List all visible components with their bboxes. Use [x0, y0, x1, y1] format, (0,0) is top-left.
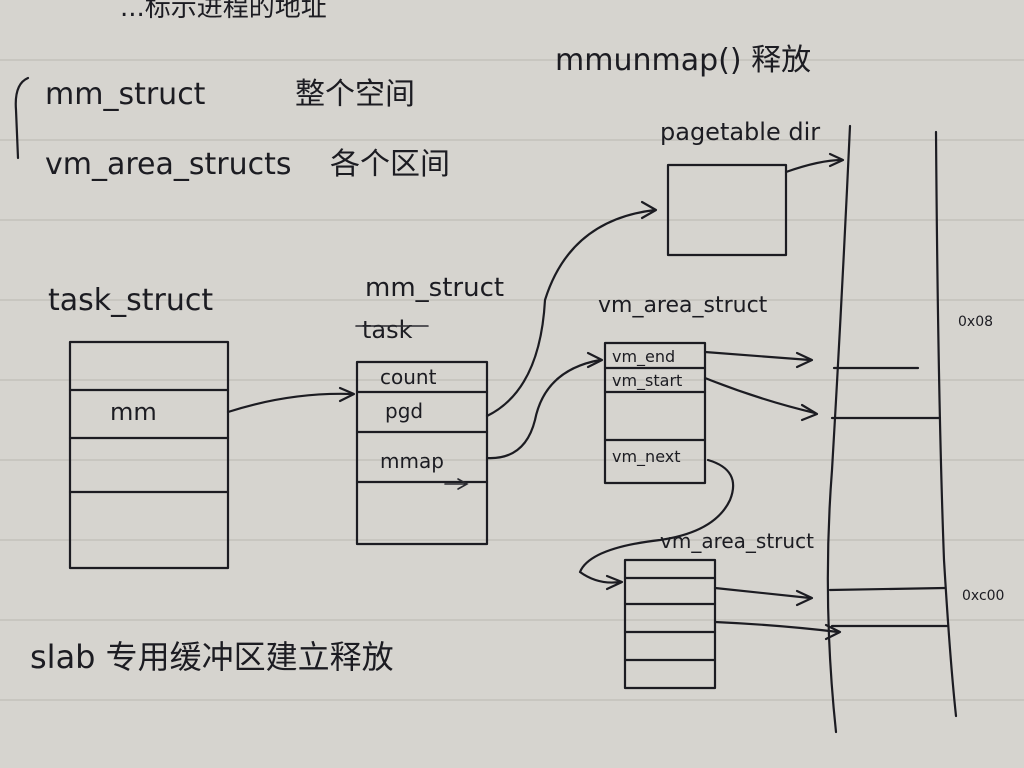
brace-mark — [14, 76, 30, 160]
arrow-mm-to-mm-struct — [226, 392, 354, 414]
vma1-field-end: vm_end — [612, 347, 675, 367]
top-fragment-text: ...标示进程的地址 — [120, 0, 327, 23]
arrowhead-vm-start — [800, 403, 819, 422]
arrowhead-vma2 — [605, 574, 624, 591]
mm-struct-field-pgd: pgd — [385, 399, 423, 423]
task-struct-title: task_struct — [48, 283, 213, 318]
arrowhead-vma2-lower — [824, 623, 842, 641]
arrow-vm-start-to-space — [703, 376, 817, 415]
arrow-vma2-lower-to-space — [713, 620, 840, 634]
munmap-note: mmunmap() 释放 — [555, 43, 811, 78]
arrow-vm-next-to-vma2 — [578, 458, 735, 584]
vma1-field-next: vm_next — [612, 447, 681, 467]
notebook-rules — [0, 59, 1024, 701]
address-label-top: 0x08 — [958, 314, 993, 330]
vma1-box — [603, 341, 707, 485]
vma1-title: vm_area_struct — [598, 293, 768, 318]
page-table-box — [666, 163, 788, 257]
arrowhead-vma2-upper — [795, 589, 814, 607]
address-space-column — [826, 124, 958, 734]
address-label-bottom: 0xc00 — [962, 588, 1004, 604]
mm-struct-field-count: count — [380, 365, 437, 389]
task-struct-box — [68, 340, 230, 570]
arrowhead-page-table — [640, 200, 658, 220]
arrowhead-mm-struct — [338, 386, 356, 403]
arrow-vma2-upper-to-space — [713, 586, 812, 600]
brace-line2-right: 各个区间 — [330, 147, 450, 182]
slab-note: slab 专用缓冲区建立释放 — [30, 638, 394, 676]
mm-struct-box — [355, 360, 489, 546]
arrowhead-vm-end — [795, 351, 814, 369]
vma1-field-start: vm_start — [612, 371, 682, 391]
brace-line1-right: 整个空间 — [295, 77, 415, 112]
vma2-title: vm_area_struct — [660, 529, 814, 553]
mmap-inner-arrow — [444, 478, 469, 490]
vma2-box — [623, 558, 717, 690]
arrow-vm-end-to-space — [703, 350, 812, 362]
arrowhead-space-top — [828, 152, 845, 168]
arrow-mmap-to-vma — [485, 358, 602, 460]
mm-struct-title: mm_struct — [365, 273, 504, 303]
mm-struct-field-mmap: mmap — [380, 449, 444, 473]
arrow-pgd-to-page-table — [485, 208, 657, 418]
brace-line2-left: vm_area_structs — [45, 147, 292, 182]
task-struct-field-mm: mm — [110, 398, 157, 426]
arrowhead-vma — [586, 351, 604, 369]
brace-line1-left: mm_struct — [45, 77, 206, 112]
page-table-title: pagetable dir — [660, 118, 820, 146]
mm-struct-crossed-label: task — [362, 316, 413, 344]
arrow-page-table-to-space — [784, 158, 844, 174]
